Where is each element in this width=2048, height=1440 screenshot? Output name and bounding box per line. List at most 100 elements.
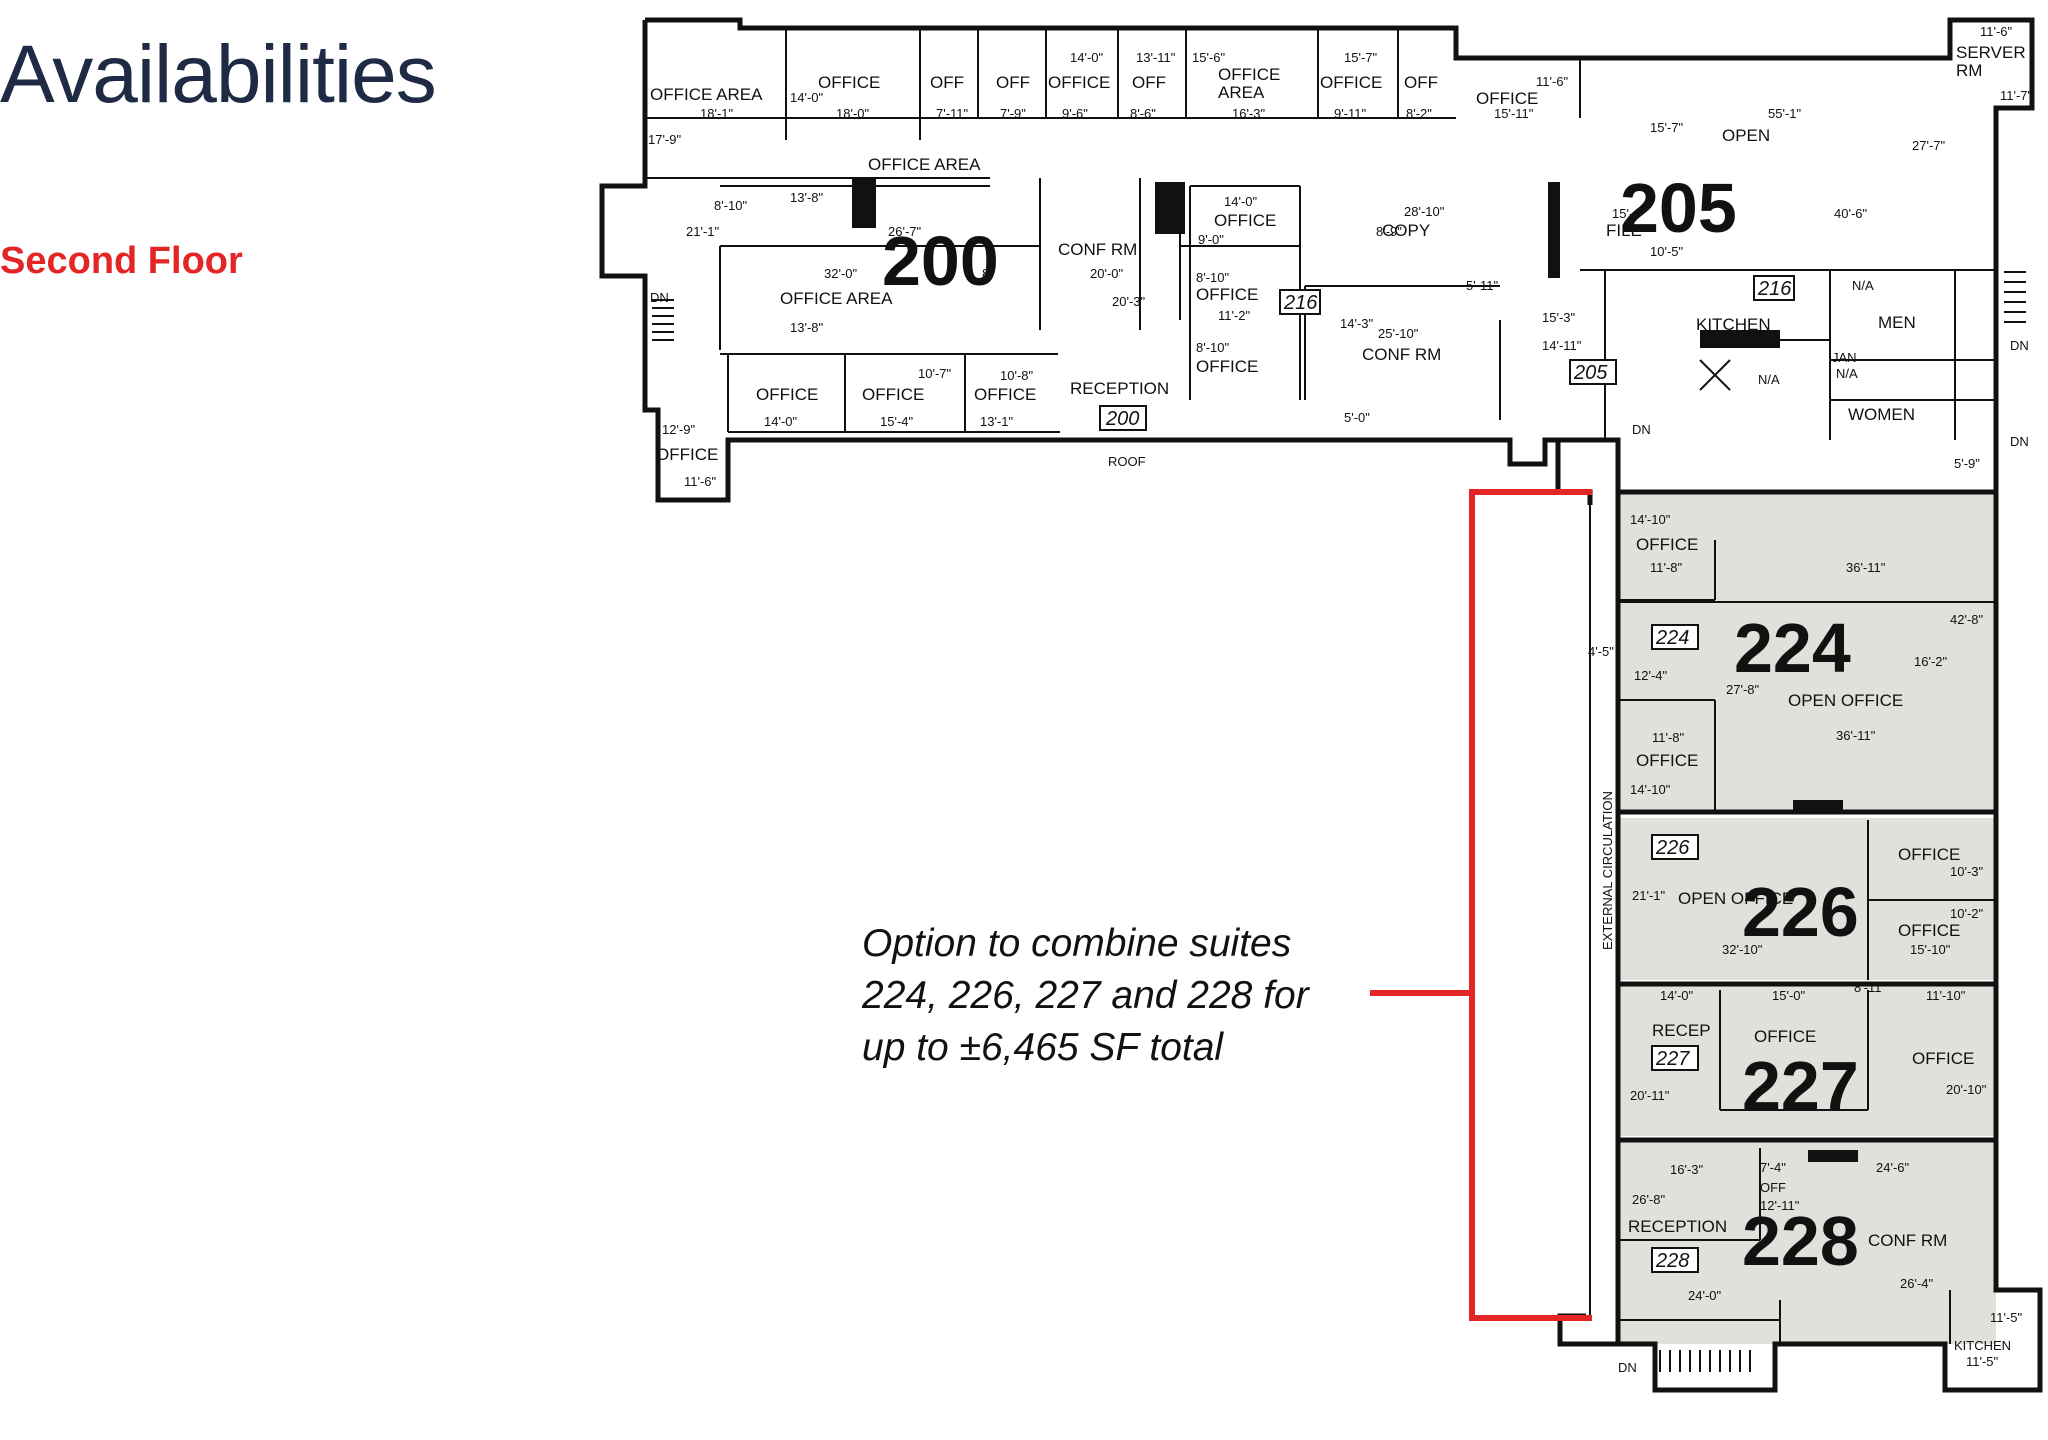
tag-216b: 216: [1757, 278, 1792, 300]
dimension: 15'-11": [1494, 106, 1534, 121]
dimension: 13'-8": [790, 190, 824, 205]
dimension: 40'-6": [1834, 206, 1868, 221]
room-label: OFFICE: [1214, 211, 1276, 230]
dimension: 24'-0": [1688, 1288, 1722, 1303]
room-label: OFFICE: [974, 385, 1036, 404]
dimension: 10'-2": [1950, 906, 1984, 921]
room-label: ROOF: [1108, 454, 1146, 469]
dimension: 8'-11": [1854, 980, 1887, 995]
dimension: 26'-4": [1900, 1276, 1934, 1291]
dimension: 25'-10": [1378, 326, 1419, 341]
dimension: 15'-4": [880, 414, 914, 429]
dimension: 13'-11": [1136, 50, 1176, 65]
room-label: OFFICE: [1912, 1049, 1974, 1068]
dimension: 16'-3": [1232, 106, 1266, 121]
room-label: OPEN: [1722, 126, 1770, 145]
room-label: FILE: [1606, 221, 1642, 240]
dimension: 9'-0": [1198, 232, 1224, 247]
dimension: 11'-8": [1650, 560, 1683, 575]
room-label: OFF: [1404, 73, 1438, 92]
dimension: 13'-8": [790, 320, 824, 335]
dimension: 14'-0": [1070, 50, 1104, 65]
dimension: 12'-9": [662, 422, 696, 437]
stair-down-label: DN: [650, 290, 669, 305]
room-label: CONF RM: [1868, 1231, 1947, 1250]
dimension: 32'-10": [1722, 942, 1763, 957]
room-label: N/A: [1852, 278, 1874, 293]
dimension: 21'-1": [686, 224, 720, 239]
dimension: 20'-11": [1630, 1088, 1670, 1103]
tag-205: 205: [1573, 362, 1608, 384]
room-label: OPEN OFFICE: [1678, 889, 1793, 908]
tag-226: 226: [1655, 837, 1690, 859]
room-label: KITCHEN: [1696, 315, 1771, 334]
room-label: OFFICE: [1320, 73, 1382, 92]
suite-205-label: 205: [1620, 169, 1737, 247]
room-label: OFFICE: [1636, 751, 1698, 770]
room-label: COPY: [1382, 221, 1430, 240]
dimension: 17'-9": [648, 132, 682, 147]
combine-bracket: [1370, 489, 1592, 1321]
dimension: 27'-7": [1912, 138, 1946, 153]
dimension: 8'-6": [1130, 106, 1156, 121]
dimension: 8'-10": [714, 198, 748, 213]
tag-224: 224: [1655, 627, 1689, 649]
dimension: 11'-5": [1990, 1310, 2023, 1325]
room-label: OFFICE AREA: [780, 289, 893, 308]
callout-line-2: 224, 226, 227 and 228 for: [862, 974, 1309, 1017]
tag-227: 227: [1655, 1048, 1690, 1070]
dimension: 16'-2": [1914, 654, 1948, 669]
room-label: OFFICE: [1048, 73, 1110, 92]
combine-suites-callout: Option to combine suites 224, 226, 227 a…: [862, 918, 1309, 1074]
dimension: 11'-5": [1966, 1354, 1999, 1369]
dimension: 4'-5": [1588, 644, 1614, 659]
interior-walls: [645, 28, 1996, 1344]
dimension: 15'-6": [1192, 50, 1226, 65]
room-label: JAN: [1832, 350, 1857, 365]
room-label: OFFICE: [1754, 1027, 1816, 1046]
dimension: 10'-3": [1950, 864, 1984, 879]
dimension: 8'-10": [1196, 270, 1230, 285]
suite-227-label: 227: [1742, 1047, 1859, 1125]
stairs: [652, 271, 2026, 1372]
dimension: 14'-0": [1224, 194, 1258, 209]
tag-216a: 216: [1283, 292, 1318, 314]
room-label: OFFICE: [756, 385, 818, 404]
dimension: 13'-1": [980, 414, 1014, 429]
dimension: 11'-2": [1218, 308, 1251, 323]
suite-200-label: 200: [882, 222, 999, 300]
dimension: 5'-9": [1954, 456, 1980, 471]
dimension: 15'-10": [1910, 942, 1951, 957]
room-label: OFFICE: [818, 73, 880, 92]
dimension-labels: 18'-1" 14'-0" 18'-0" 7'-11" 7'-9" 14'-0"…: [648, 24, 2033, 1369]
suite-numbers: 200 205 224 226 227 228: [882, 169, 1859, 1280]
room-label: OFFICE AREA: [868, 155, 981, 174]
dimension: 26'-8": [1632, 1192, 1666, 1207]
room-label: OFF: [996, 73, 1030, 92]
dimension: 8': [982, 266, 992, 281]
dimension: 20'-10": [1946, 1082, 1987, 1097]
dimension: 5'-0": [1344, 410, 1370, 425]
dimension: 15'-7": [1650, 120, 1684, 135]
dimension: 14'-11": [1542, 338, 1582, 353]
dimension: 16'-3": [1670, 1162, 1704, 1177]
room-label: OFFICE: [656, 445, 718, 464]
room-label: OFFICE: [862, 385, 924, 404]
room-label: KITCHEN: [1954, 1338, 2011, 1353]
dimension: 55'-1": [1768, 106, 1802, 121]
dimension: 10'-7": [918, 366, 952, 381]
room-label: OFFICE: [1196, 357, 1258, 376]
room-label: OFFICE: [1898, 921, 1960, 940]
room-label: OFF: [930, 73, 964, 92]
dimension: 24'-6": [1876, 1160, 1910, 1175]
room-label: OFFICE: [1476, 89, 1538, 108]
stair-down-label: DN: [1632, 422, 1651, 437]
suite-tags: 216 216 200 205 224 226 227 228: [1099, 275, 1795, 1273]
dimension: 12'-11": [1760, 1198, 1800, 1213]
room-label: CONF RM: [1058, 240, 1137, 259]
room-label: OFFICE: [1636, 535, 1698, 554]
dimension: 10'-8": [1000, 368, 1034, 383]
room-label: OPEN OFFICE: [1788, 691, 1903, 710]
